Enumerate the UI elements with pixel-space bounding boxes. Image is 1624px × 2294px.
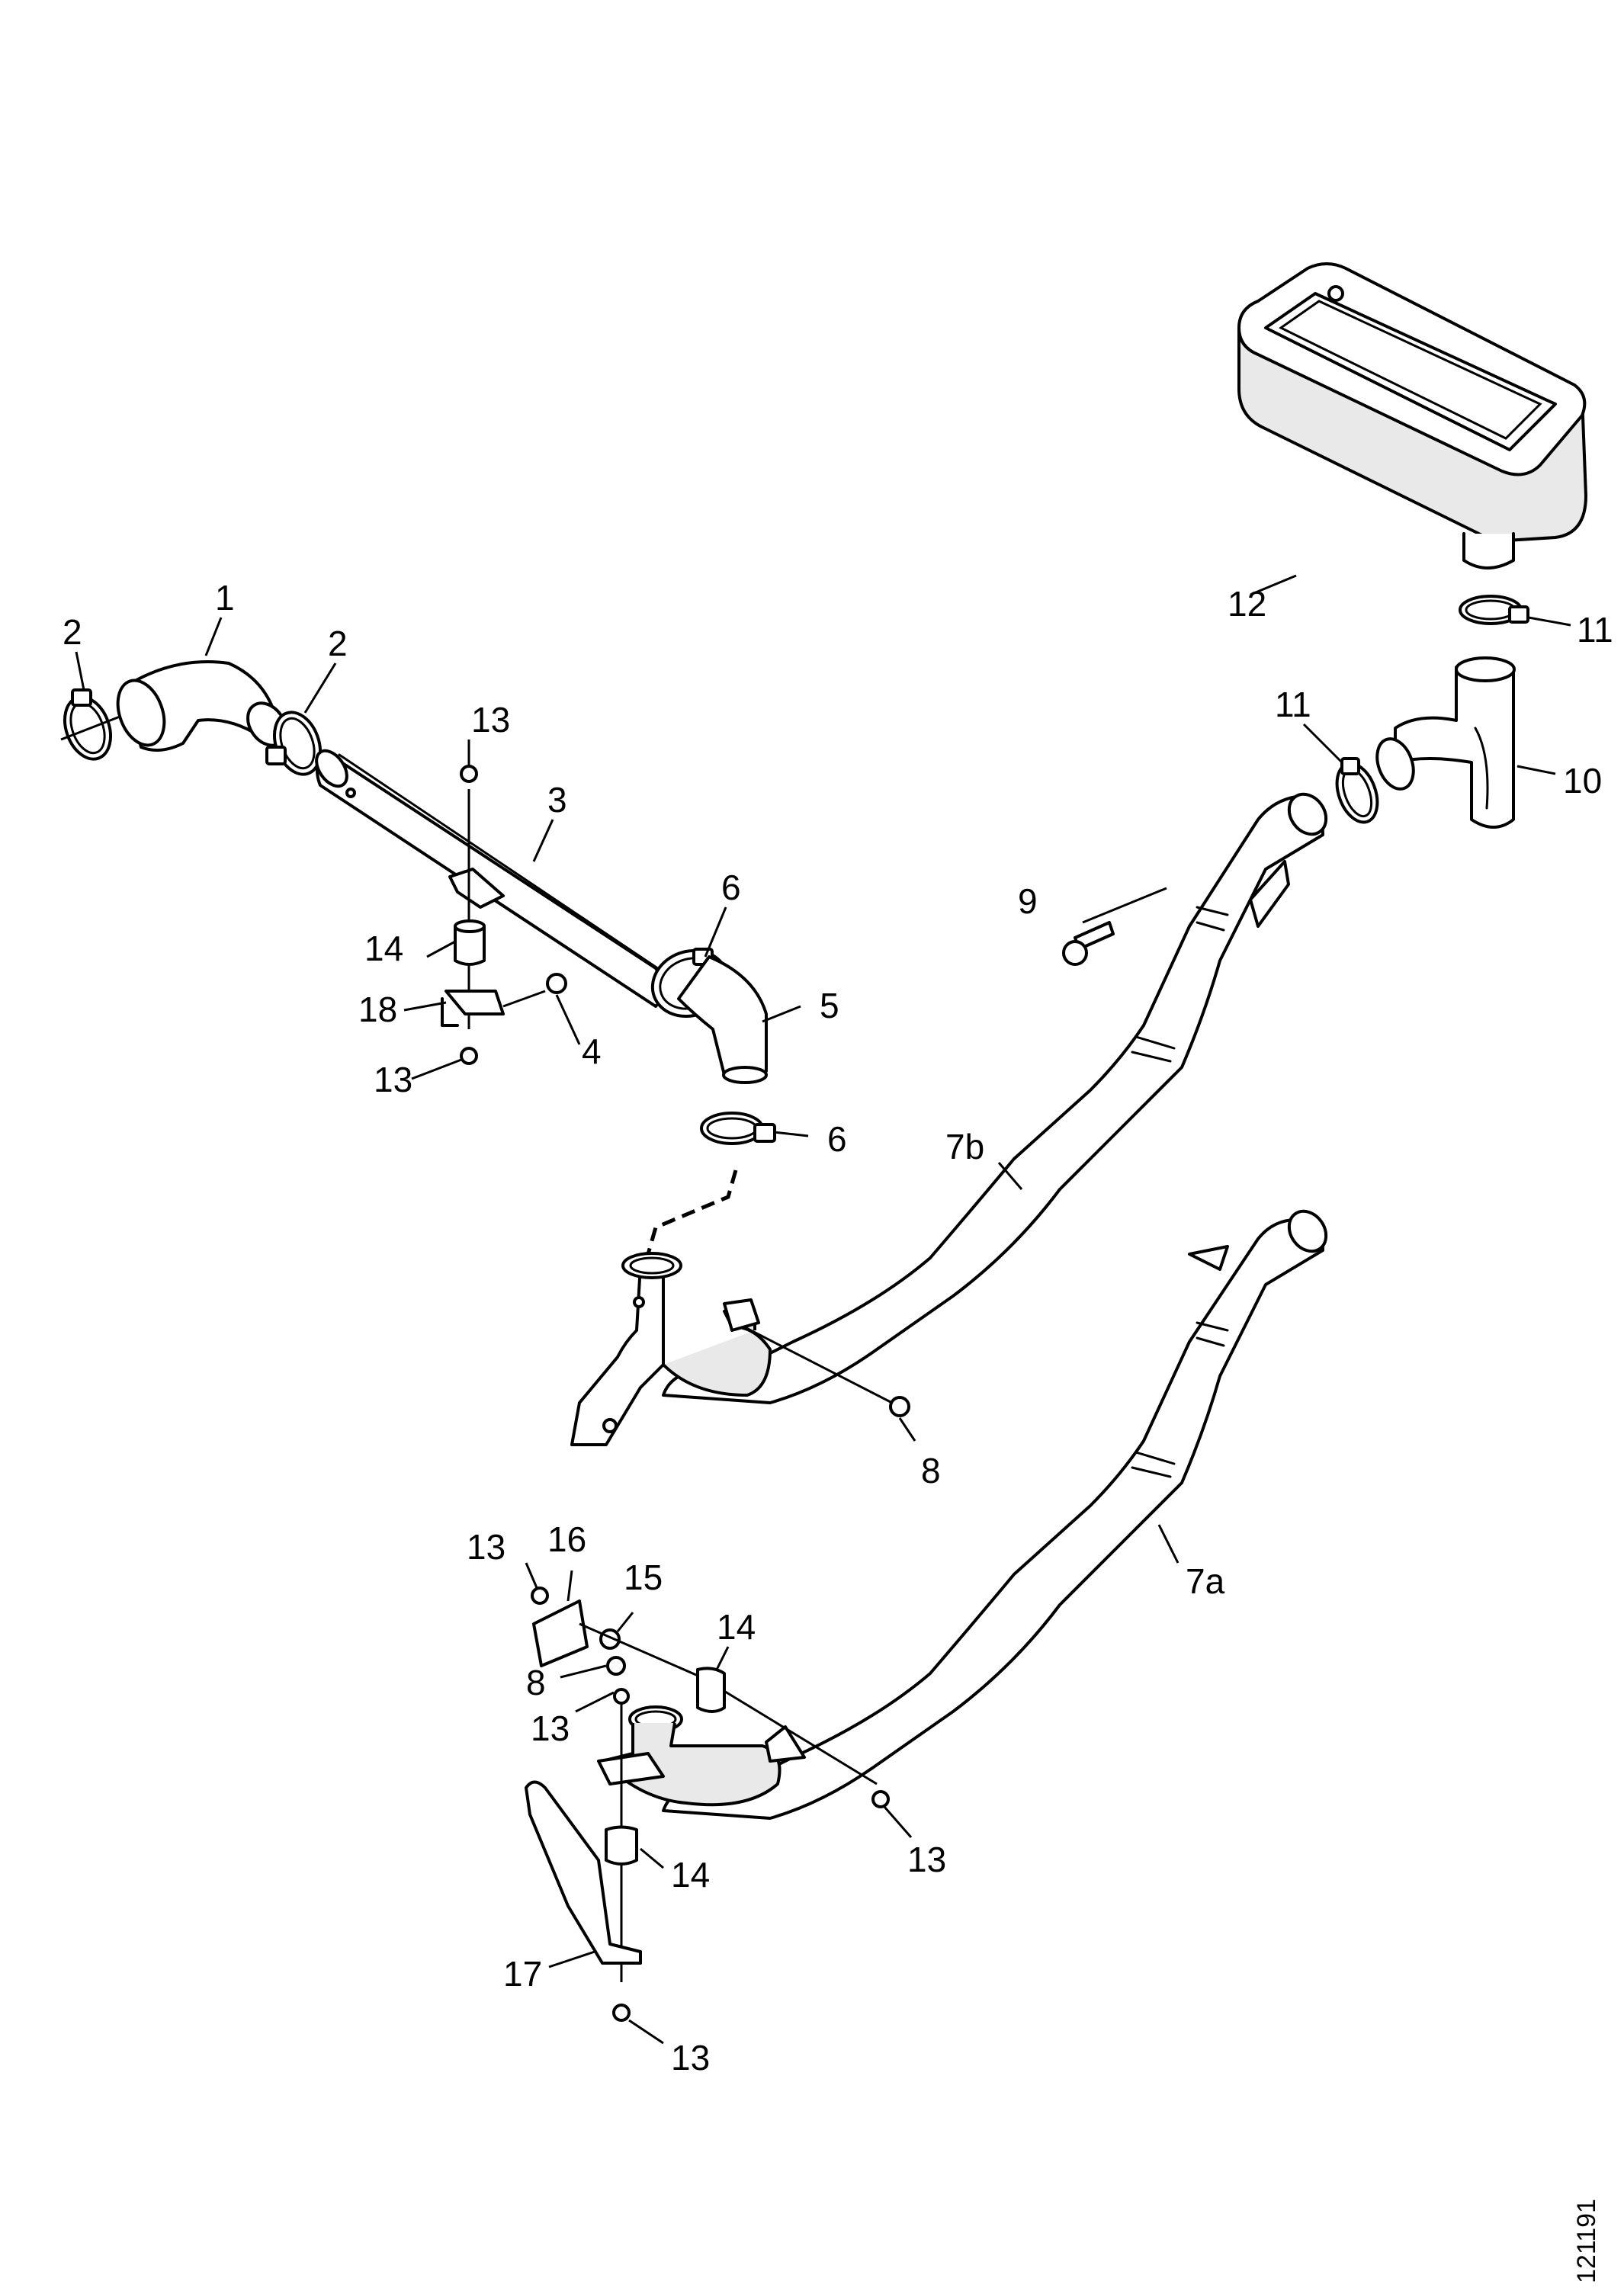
- label-13-left-lower: 13: [374, 1060, 412, 1099]
- part-18-bracket: [445, 990, 505, 1015]
- label-13-right: 13: [907, 1840, 946, 1879]
- label-7b: 7b: [945, 1127, 984, 1166]
- part-labels: 1 2 2 13 3 6 5 6 14 18 13 4 7b 8 9 12 11…: [63, 578, 1613, 2283]
- label-13-top: 13: [471, 700, 510, 740]
- label-2-right: 2: [328, 624, 348, 663]
- part-4-bolt: [546, 973, 567, 994]
- label-14-left: 14: [364, 929, 403, 968]
- label-11-left: 11: [1275, 685, 1311, 724]
- label-13-mount-mid: 13: [531, 1708, 570, 1748]
- part-9-bolt: [1062, 921, 1115, 966]
- label-6-upper: 6: [721, 868, 741, 907]
- part-12-expansion-tank: [1237, 262, 1587, 569]
- label-13-bottom: 13: [671, 2038, 710, 2077]
- part-13-nut-d: [612, 2004, 631, 2022]
- label-4: 4: [582, 1031, 602, 1071]
- label-9: 9: [1018, 881, 1038, 921]
- label-18: 18: [358, 990, 397, 1029]
- part-11-hose-clamp-lower: [1335, 757, 1379, 824]
- label-8-lower: 8: [526, 1663, 546, 1702]
- part-11-hose-clamp-upper: [1459, 595, 1529, 625]
- part-7a-coolant-pipe: [597, 1209, 1328, 1820]
- label-12: 12: [1228, 584, 1266, 624]
- label-leaders: [75, 574, 1571, 2045]
- part-14-rubber-mount-a: [696, 1667, 726, 1713]
- part-13-nut-c: [613, 1688, 630, 1705]
- label-15: 15: [624, 1558, 663, 1597]
- part-13-nut-a: [531, 1587, 549, 1605]
- part-6-hose-clamp-lower: [700, 1112, 776, 1145]
- part-2-hose-clamp-right: [265, 711, 322, 776]
- part-13-nut-lower: [460, 1047, 478, 1065]
- label-17: 17: [503, 1954, 542, 1994]
- part-8-bolt-lower: [606, 1656, 626, 1676]
- label-16: 16: [547, 1519, 586, 1559]
- part-8-bolt-upper: [743, 1325, 910, 1417]
- label-3: 3: [547, 780, 567, 820]
- label-5: 5: [820, 986, 839, 1025]
- part-16-bracket: [532, 1599, 589, 1667]
- label-1: 1: [215, 578, 235, 618]
- part-5-elbow-hose: [677, 955, 768, 1084]
- part-10-elbow-hose: [1375, 656, 1516, 829]
- part-2-hose-clamp-left: [60, 688, 130, 761]
- figure-reference-number: 121191: [1572, 2199, 1601, 2283]
- part-17-bracket: [525, 1780, 642, 1965]
- part-13-nut-b: [871, 1790, 890, 1808]
- part-14-rubber-mount-b: [605, 1825, 638, 1866]
- label-8-upper: 8: [921, 1451, 941, 1490]
- part-3-straight-pipe: [315, 749, 665, 1008]
- label-7a: 7a: [1186, 1561, 1225, 1601]
- lower-mount-assembly: [525, 1587, 890, 2022]
- label-13-mount-top: 13: [467, 1527, 505, 1567]
- label-6-lower: 6: [827, 1119, 847, 1159]
- label-2-left: 2: [63, 612, 82, 652]
- label-10: 10: [1563, 761, 1602, 800]
- label-14-mid: 14: [717, 1607, 756, 1647]
- label-14-lower: 14: [671, 1855, 710, 1895]
- connection-dashed-line: [646, 1169, 738, 1255]
- label-11-right: 11: [1577, 610, 1613, 650]
- left-mount-assembly: [441, 765, 567, 1065]
- part-13-nut-upper: [460, 765, 478, 783]
- part-1-elbow-hose: [116, 660, 287, 752]
